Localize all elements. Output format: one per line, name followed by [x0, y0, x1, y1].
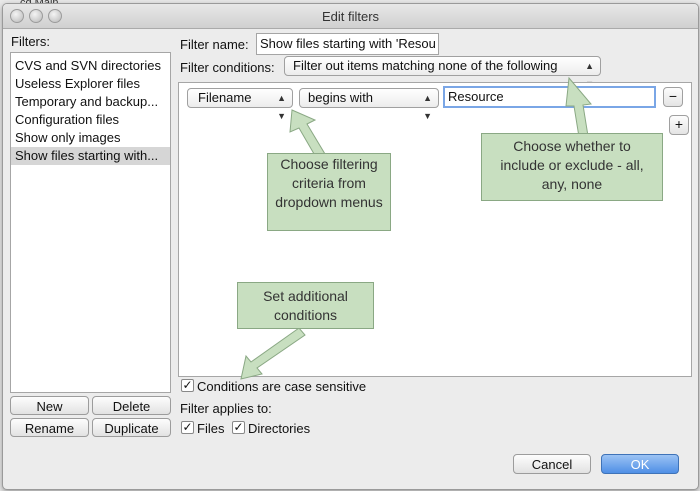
- new-filter-button[interactable]: New: [10, 396, 89, 415]
- cancel-button[interactable]: Cancel: [513, 454, 591, 474]
- ok-button[interactable]: OK: [601, 454, 679, 474]
- add-rule-button[interactable]: +: [669, 115, 689, 135]
- filters-label: Filters:: [11, 34, 50, 49]
- callout-additional: Set additional conditions: [237, 282, 374, 329]
- operator-value: begins with: [308, 90, 374, 105]
- files-label: Files: [197, 421, 225, 436]
- zoom-window-icon[interactable]: [48, 9, 62, 23]
- filter-name-input[interactable]: Show files starting with 'Resou: [256, 33, 439, 55]
- arrow-whether: [565, 76, 592, 138]
- list-item[interactable]: CVS and SVN directories: [15, 58, 161, 73]
- updown-arrows-icon: ▲▼: [277, 93, 286, 121]
- applies-to-label: Filter applies to:: [180, 401, 272, 416]
- callout-arrows: [240, 76, 592, 380]
- rename-filter-button[interactable]: Rename: [10, 418, 89, 437]
- window-title: Edit filters: [321, 9, 380, 24]
- list-item[interactable]: Useless Explorer files: [15, 76, 140, 91]
- operator-dropdown[interactable]: begins with ▲▼: [299, 88, 439, 121]
- files-checkbox[interactable]: ✓: [181, 420, 194, 434]
- attribute-value: Filename: [198, 90, 252, 105]
- filter-name-label: Filter name:: [180, 37, 249, 52]
- directories-checkbox[interactable]: ✓: [232, 420, 245, 434]
- title-bar[interactable]: Edit filters: [3, 4, 698, 29]
- case-sensitive-label: Conditions are case sensitive: [197, 379, 367, 394]
- updown-arrows-icon: ▲▼: [423, 93, 432, 121]
- remove-rule-button[interactable]: −: [663, 87, 683, 107]
- minimize-window-icon[interactable]: [29, 9, 43, 23]
- callout-whether: Choose whether to include or exclude - a…: [481, 133, 663, 201]
- list-item[interactable]: Configuration files: [15, 112, 120, 127]
- rule-value-input[interactable]: Resource: [443, 86, 656, 108]
- close-window-icon[interactable]: [10, 9, 24, 23]
- delete-filter-button[interactable]: Delete: [92, 396, 171, 415]
- edit-filters-dialog: Edit filters Filters: CVS and SVN direct…: [2, 3, 699, 490]
- attribute-dropdown[interactable]: Filename ▲▼: [187, 88, 293, 121]
- arrow-additional: [240, 327, 306, 380]
- callout-filtering: Choose filtering criteria from dropdown …: [267, 153, 391, 231]
- arrow-filtering: [289, 109, 326, 160]
- rules-area: Filename ▲▼ begins with ▲▼ Resource − +: [178, 82, 692, 377]
- list-item[interactable]: Show only images: [15, 130, 121, 145]
- filter-conditions-value: Filter out items matching none of the fo…: [293, 58, 558, 73]
- directories-label: Directories: [248, 421, 311, 436]
- case-sensitive-checkbox[interactable]: ✓: [181, 378, 194, 392]
- list-item-selected[interactable]: Show files starting with...: [11, 147, 170, 165]
- filter-conditions-dropdown[interactable]: Filter out items matching none of the fo…: [284, 56, 601, 89]
- filter-conditions-label: Filter conditions:: [180, 60, 275, 75]
- filters-list[interactable]: CVS and SVN directories Useless Explorer…: [10, 52, 171, 393]
- duplicate-filter-button[interactable]: Duplicate: [92, 418, 171, 437]
- list-item[interactable]: Temporary and backup...: [15, 94, 159, 109]
